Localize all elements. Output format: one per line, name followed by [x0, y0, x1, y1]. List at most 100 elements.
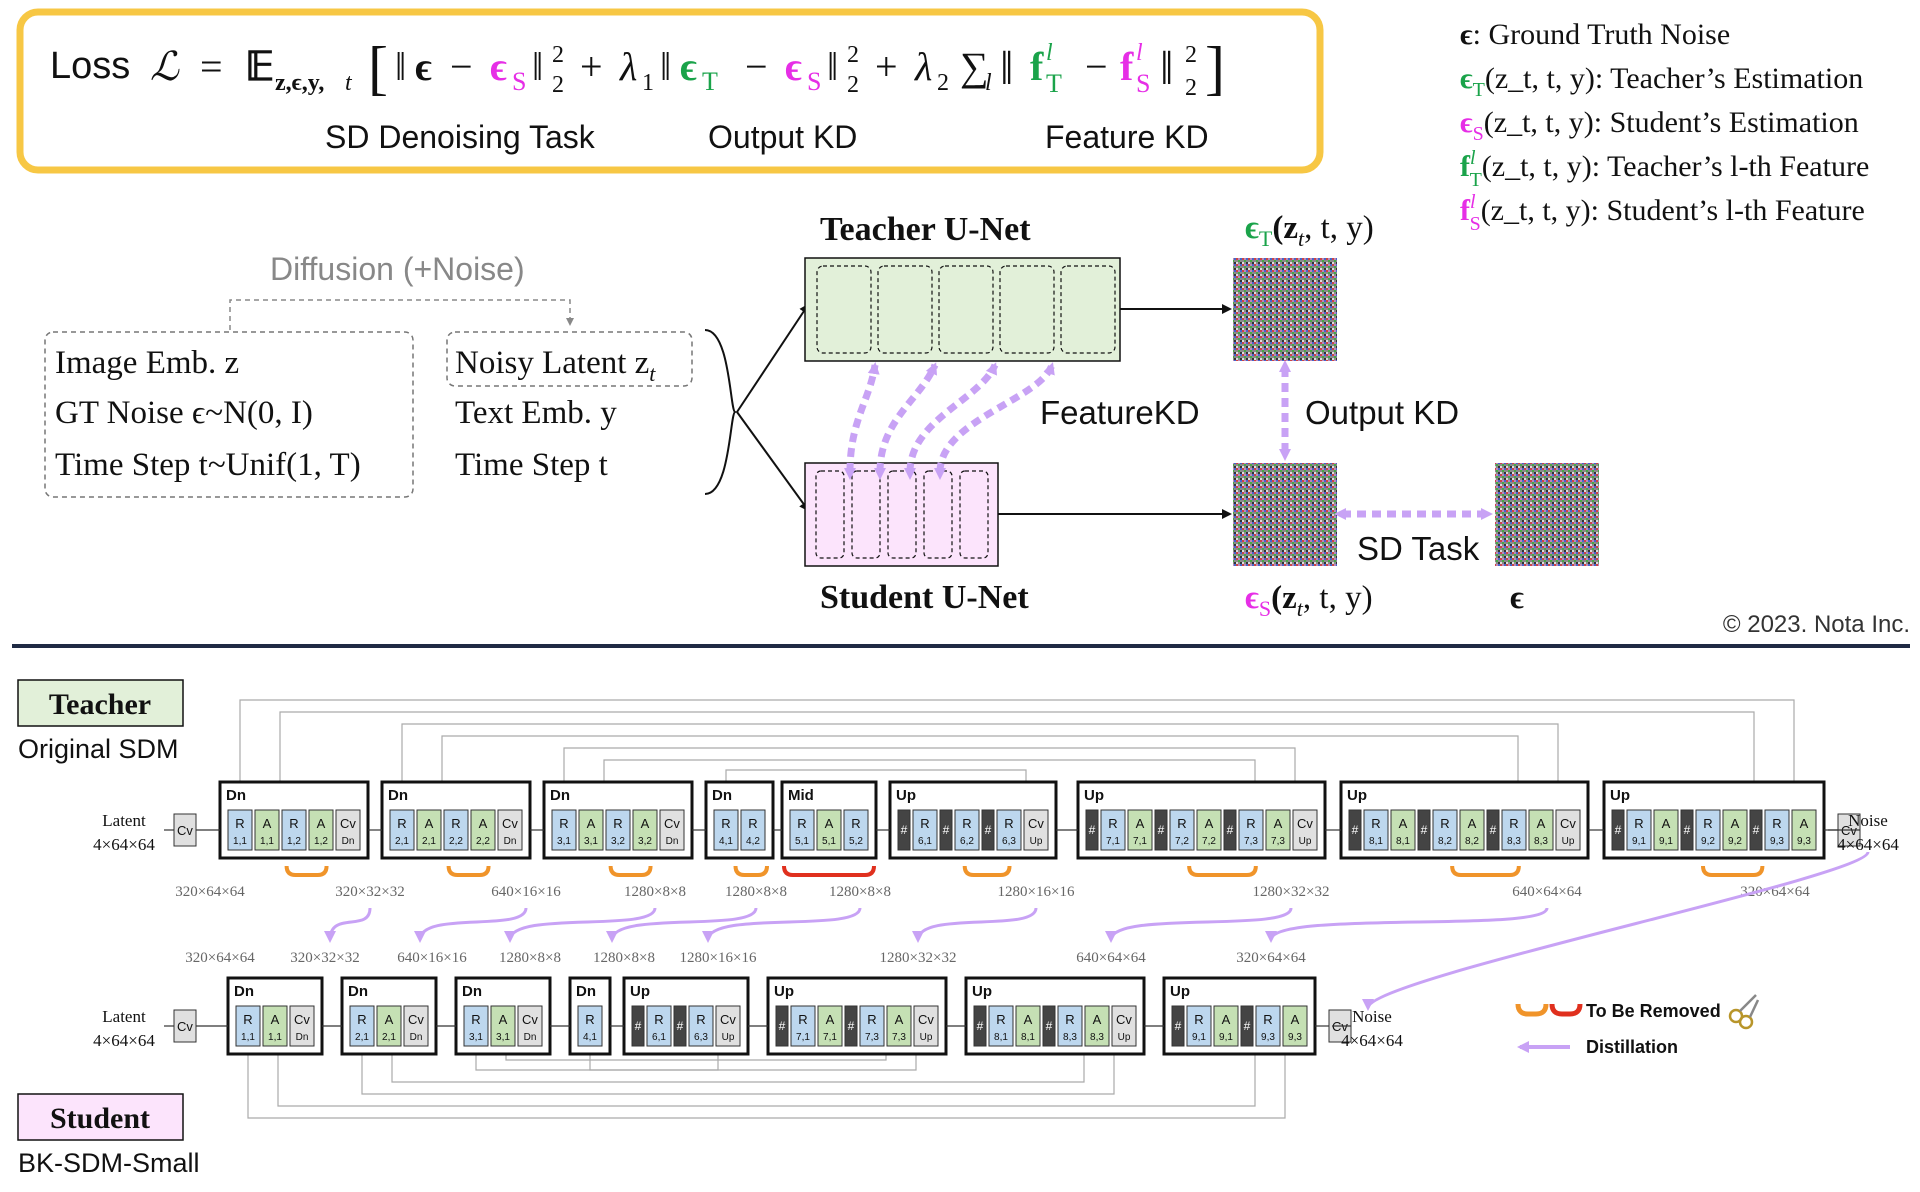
distill-arrow-3 — [504, 907, 657, 943]
cell-index: 4,1 — [719, 836, 733, 847]
cell-type: R — [1263, 1012, 1272, 1027]
concat-glyph: # — [1089, 823, 1096, 837]
input-noisy-latent: Noisy Latent zt — [455, 345, 656, 386]
svg-text:𝔼: 𝔼 — [245, 44, 274, 89]
cell-r-2-2: R2,2 — [443, 809, 469, 851]
teacher-noise-label: Noise — [1848, 811, 1888, 830]
clean-inputs-box — [44, 331, 414, 498]
cell-type: R — [1065, 1012, 1074, 1027]
distill-arrow-8 — [1265, 907, 1549, 943]
cell-index: 7,1 — [796, 1032, 810, 1043]
cell-index: 9,3 — [1261, 1032, 1275, 1043]
input-time-step: Time Step t — [455, 447, 608, 483]
student-tag: Student — [50, 1102, 150, 1135]
svg-text:2: 2 — [1185, 75, 1197, 101]
cell-index: 6,3 — [1002, 836, 1016, 847]
cell-type: A — [385, 1012, 394, 1027]
cell-index: 1,2 — [314, 836, 328, 847]
cell-index: 9,3 — [1770, 836, 1784, 847]
concat-glyph: # — [1352, 823, 1359, 837]
concat-glyph: # — [677, 1019, 684, 1033]
cell-r-3-1: R3,1 — [463, 1005, 489, 1047]
student-dim-7: 1280×32×32 — [880, 950, 957, 966]
teacher-tag: Teacher — [49, 688, 151, 721]
teacher-output-noise-image — [1233, 258, 1337, 361]
teacher-unet-label: Teacher U-Net — [820, 211, 1031, 248]
cell-a-2-1: A2,1 — [376, 1005, 402, 1047]
teacher-dim-7: 1280×16×16 — [998, 884, 1075, 900]
cell-a-8-1: A8,1 — [1015, 1005, 1041, 1047]
cell-r-6-1: R6,1 — [646, 1005, 672, 1047]
cell-index: Dn — [504, 836, 517, 847]
cell-r-8-3: R8,3 — [1501, 809, 1527, 851]
svg-text:−: − — [450, 44, 473, 89]
student-skip-6 — [505, 1054, 887, 1061]
cell-r-6-2: R6,2 — [954, 809, 980, 851]
cell-type: A — [1800, 816, 1809, 831]
teacher-block-title: Up — [1347, 787, 1367, 804]
cell-index: Up — [920, 1032, 933, 1043]
concat-glyph: # — [1227, 823, 1234, 837]
cell-a-2-1: A2,1 — [416, 809, 442, 851]
cell-index: 7,3 — [865, 1032, 879, 1043]
student-block-title: Dn — [348, 983, 368, 1000]
student-dim-8: 640×64×64 — [1076, 950, 1146, 966]
cell-type: Cv — [720, 1012, 736, 1027]
cell-type: A — [826, 1012, 835, 1027]
remove-bracket-4 — [733, 865, 769, 877]
cell-r-8-3: R8,3 — [1057, 1005, 1083, 1047]
concat-glyph: # — [635, 1019, 642, 1033]
svg-text:+: + — [875, 44, 898, 89]
arrow-to-student — [736, 411, 810, 512]
loss-formula-box: Loss ℒ = 𝔼 z,ϵ,y, t [ ‖ ϵ − ϵ S ‖ 2 2 + … — [16, 8, 1324, 174]
concat-glyph: # — [779, 1019, 786, 1033]
loss-term-sd-task: SD Denoising Task — [325, 119, 596, 155]
cell-index: 9,3 — [1288, 1032, 1302, 1043]
teacher-skip-5 — [563, 747, 1296, 782]
cell-index: Up — [1562, 836, 1575, 847]
svg-text:2: 2 — [552, 72, 564, 98]
cell-type: R — [1509, 816, 1518, 831]
svg-text:l: l — [985, 70, 992, 96]
cell-concat: # — [1085, 809, 1099, 851]
student-skip-3 — [361, 1054, 1115, 1095]
feature-kd-label: FeatureKD — [1040, 394, 1200, 431]
cell-type: A — [317, 816, 326, 831]
svg-text:1: 1 — [642, 70, 654, 96]
cell-index: 6,3 — [694, 1032, 708, 1043]
cell-type: R — [1371, 816, 1380, 831]
input-gt-noise: GT Noise ϵ~N(0, I) — [55, 395, 313, 431]
cell-r-1-1: R1,1 — [235, 1005, 261, 1047]
cell-index: 9,1 — [1219, 1032, 1233, 1043]
cell-type: Cv — [502, 816, 518, 831]
teacher-skip-2 — [279, 711, 1755, 782]
cell-type: A — [1093, 1012, 1102, 1027]
distill-arrow-5 — [702, 907, 862, 943]
student-block-title: Dn — [576, 983, 596, 1000]
scissors-icon — [1728, 994, 1760, 1030]
concat-glyph: # — [1046, 1019, 1053, 1033]
cell-type: R — [585, 1012, 594, 1027]
student-architecture: DnR1,1A1,1CvDnDnR2,1A2,1CvDnDnR3,1A3,1Cv… — [93, 950, 1403, 1056]
cell-r-1-2: R1,2 — [281, 809, 307, 851]
cell-type: A — [271, 1012, 280, 1027]
teacher-block-title: Dn — [550, 787, 570, 804]
architecture-section: Teacher Original SDM Student BK-SDM-Smal… — [17, 679, 1899, 1178]
cell-index: 6,1 — [652, 1032, 666, 1043]
cell-r-5-1: R5,1 — [789, 809, 815, 851]
distill-arrow-2 — [414, 907, 528, 943]
student-block-8: Up#R9,1A9,1#R9,3A9,3 — [1162, 976, 1317, 1056]
student-block-title: Dn — [234, 983, 254, 1000]
cell-a-9-3: A9,3 — [1791, 809, 1817, 851]
cell-index: 5,1 — [822, 836, 836, 847]
cell-index: 1,1 — [233, 836, 247, 847]
cell-concat: # — [1240, 1005, 1254, 1047]
student-latent-dim: 4×64×64 — [93, 1031, 155, 1050]
cell-index: 7,3 — [1244, 836, 1258, 847]
cell-index: 2,2 — [449, 836, 463, 847]
input-image-emb: Image Emb. z — [55, 345, 239, 381]
cell-concat: # — [973, 1005, 987, 1047]
cell-index: 8,1 — [994, 1032, 1008, 1043]
